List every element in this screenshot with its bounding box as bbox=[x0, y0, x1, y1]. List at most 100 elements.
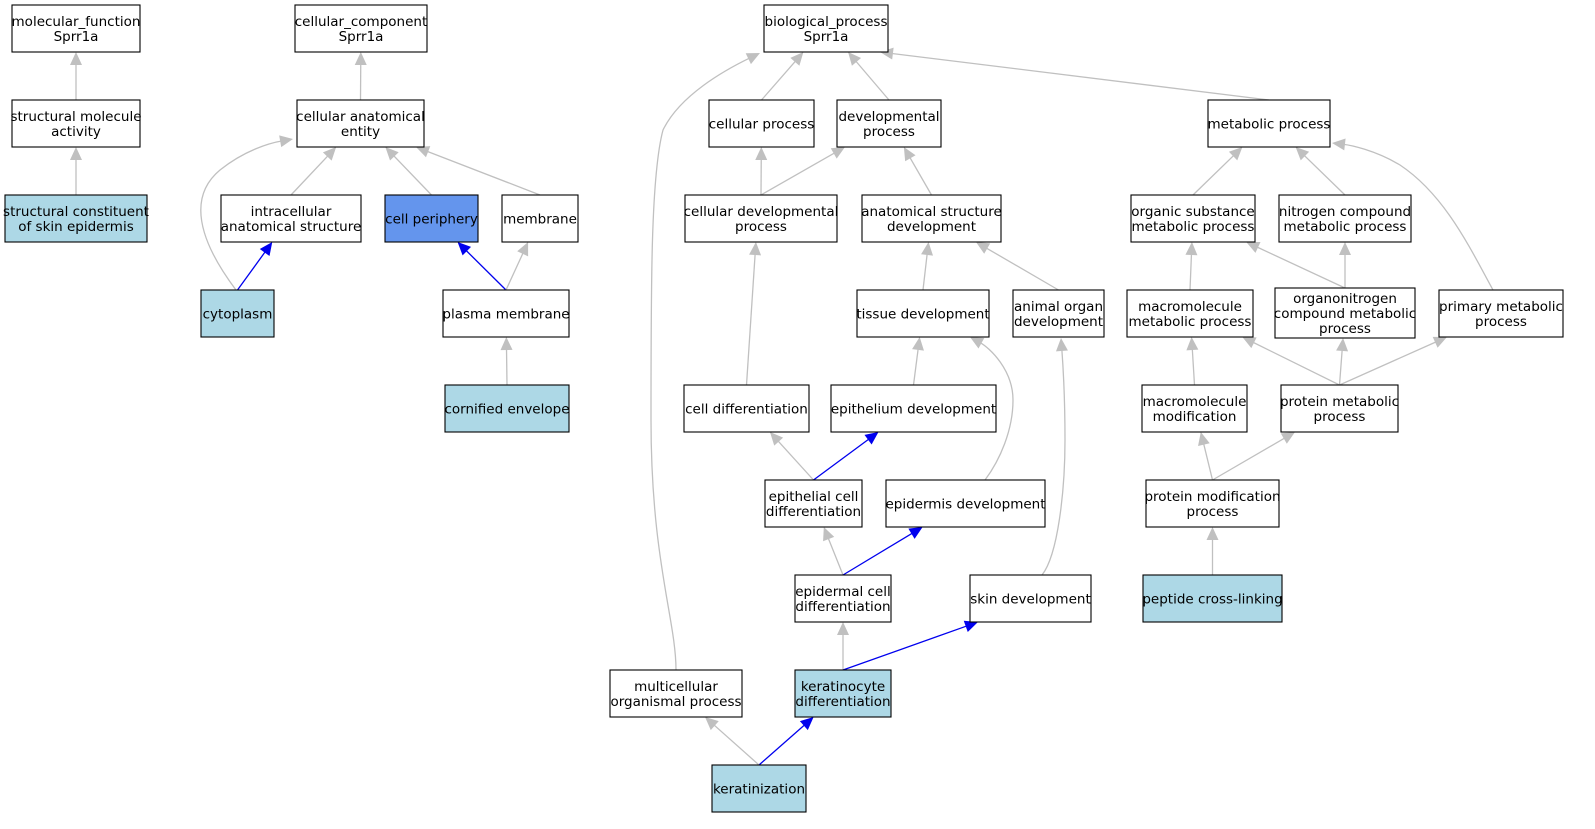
node-metp: metabolic process bbox=[1207, 99, 1331, 148]
edge-cyto-to-ias bbox=[236, 242, 273, 291]
edge-line bbox=[1303, 154, 1346, 196]
node-cyto: cytoplasm bbox=[200, 289, 275, 338]
arrow-head bbox=[1246, 242, 1261, 253]
node-label: cellular_component bbox=[295, 14, 427, 30]
arrow-head bbox=[1280, 432, 1296, 444]
edge-cae-to-cc bbox=[354, 52, 367, 101]
node-box bbox=[1145, 479, 1280, 528]
edge-kd-to-sd bbox=[842, 620, 978, 671]
arrow-head bbox=[975, 242, 991, 254]
edge-cp-to-cae bbox=[385, 147, 432, 196]
arrow-head bbox=[1339, 242, 1351, 255]
node-label: primary metabolic bbox=[1439, 299, 1563, 315]
node-label: protein metabolic bbox=[1280, 394, 1399, 410]
edge-ker-to-mop bbox=[705, 717, 760, 766]
arrow-head bbox=[903, 147, 916, 162]
edge-line bbox=[712, 723, 760, 766]
node-label: metabolic process bbox=[1284, 219, 1407, 235]
edge-metp-to-bp bbox=[880, 47, 1270, 101]
node-box bbox=[708, 99, 815, 148]
node-label: Sprr1a bbox=[804, 29, 849, 45]
node-box bbox=[1130, 194, 1256, 243]
edge-osmp-to-metp bbox=[1192, 147, 1243, 196]
node-label: process bbox=[1319, 321, 1371, 337]
edge-ecd-to-cd bbox=[769, 432, 814, 481]
node-label: cell periphery bbox=[385, 212, 478, 228]
arrow-head bbox=[745, 53, 760, 65]
node-label: organic substance bbox=[1131, 204, 1254, 220]
node-box bbox=[501, 194, 579, 243]
arrow-head bbox=[1185, 242, 1198, 256]
edge-line bbox=[426, 150, 541, 196]
node-pm: plasma membrane bbox=[442, 289, 570, 338]
arrow-head bbox=[864, 432, 879, 445]
edge-sma-to-mf bbox=[70, 52, 82, 100]
edge-ed-to-td bbox=[912, 337, 924, 386]
edge-line bbox=[505, 347, 508, 386]
edge-aod-to-asd bbox=[975, 242, 1059, 291]
node-box bbox=[294, 4, 428, 53]
node-box bbox=[885, 479, 1046, 528]
edge-line bbox=[912, 347, 919, 386]
node-label: anatomical structure bbox=[221, 219, 362, 235]
arrow-head bbox=[1228, 147, 1243, 161]
edges-layer bbox=[70, 47, 1494, 766]
arrow-head bbox=[1186, 337, 1199, 351]
edge-asd-to-devp bbox=[903, 147, 933, 196]
edge-line bbox=[1202, 442, 1214, 481]
node-label: plasma membrane bbox=[442, 307, 569, 323]
node-label: organismal process bbox=[610, 694, 741, 710]
edge-line bbox=[979, 341, 1014, 481]
edge-line bbox=[1251, 341, 1340, 386]
arrow-head bbox=[259, 242, 273, 257]
edge-line bbox=[776, 439, 814, 481]
arrow-head bbox=[848, 52, 862, 66]
edge-cyto-to-cae bbox=[200, 135, 293, 291]
arrow-head bbox=[837, 622, 849, 635]
node-box bbox=[1126, 289, 1254, 338]
node-label: multicellular bbox=[634, 679, 718, 695]
edge-line bbox=[922, 252, 928, 291]
node-box bbox=[444, 384, 570, 433]
node-label: membrane bbox=[503, 212, 577, 228]
arrow-head bbox=[322, 147, 337, 161]
edge-line bbox=[761, 59, 797, 101]
arrow-head bbox=[830, 147, 845, 159]
edge-protmp-to-pmp bbox=[1339, 336, 1447, 386]
node-pcl: peptide cross-linking bbox=[1142, 574, 1283, 623]
node-label: epithelial cell bbox=[769, 489, 859, 505]
node-label: process bbox=[1187, 504, 1239, 520]
arrow-head bbox=[416, 146, 431, 158]
node-label: Sprr1a bbox=[54, 29, 99, 45]
node-box bbox=[764, 479, 863, 528]
edge-ocmp-to-ncmp bbox=[1339, 242, 1351, 288]
edge-cd-to-cdp bbox=[745, 242, 762, 386]
node-ed: epithelium development bbox=[830, 384, 997, 433]
arrow-head bbox=[1055, 338, 1068, 352]
node-label: developmental bbox=[838, 109, 939, 125]
node-box bbox=[861, 194, 1002, 243]
node-label: macromolecule bbox=[1138, 299, 1242, 315]
node-label: keratinization bbox=[713, 782, 805, 798]
edge-ias-to-cae bbox=[290, 147, 337, 196]
node-label: differentiation bbox=[766, 504, 861, 520]
arrow-head bbox=[1242, 337, 1257, 349]
node-label: of skin epidermis bbox=[18, 219, 134, 235]
node-label: activity bbox=[51, 124, 101, 140]
edge-sd-to-aod bbox=[1041, 338, 1068, 576]
edge-line bbox=[650, 57, 751, 671]
node-box bbox=[296, 99, 425, 148]
node-label: animal organ bbox=[1014, 299, 1103, 315]
edge-pm-to-mem bbox=[505, 242, 529, 291]
node-box bbox=[200, 289, 275, 338]
edge-line bbox=[1342, 143, 1494, 291]
